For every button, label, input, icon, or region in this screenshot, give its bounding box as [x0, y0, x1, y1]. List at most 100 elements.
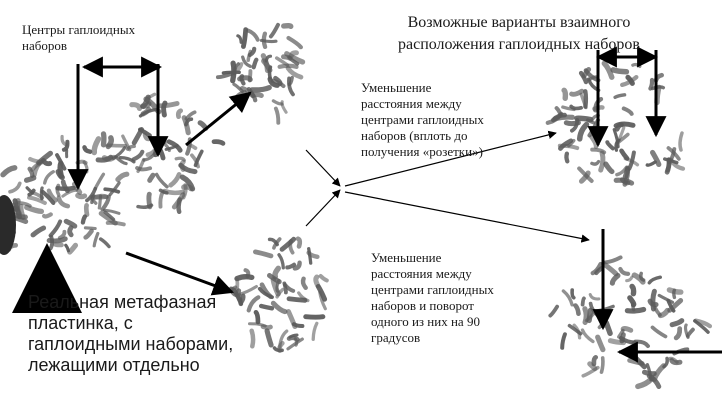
chromosome	[576, 306, 579, 314]
chromosome	[572, 290, 574, 298]
chromosome	[86, 231, 92, 237]
chromosome	[313, 323, 317, 339]
chromosome	[246, 270, 249, 276]
chromosome	[284, 26, 291, 27]
chromosome	[592, 150, 604, 153]
chromosome	[66, 245, 69, 251]
lower-middle-plate-micrograph	[228, 239, 326, 351]
chromosome	[688, 330, 693, 336]
chromosome	[627, 277, 632, 281]
chromosome	[243, 30, 245, 47]
chromosome	[27, 207, 42, 211]
chromosome	[241, 296, 243, 303]
chromosome	[101, 239, 109, 247]
chromosome	[601, 153, 603, 170]
chromosome	[98, 157, 111, 160]
chromosome	[585, 309, 586, 323]
chromosome	[70, 228, 71, 235]
chromosome	[598, 306, 613, 310]
chromosome	[680, 133, 682, 150]
chromosome	[288, 68, 301, 77]
chromosome	[309, 253, 318, 257]
chromosome	[321, 276, 327, 280]
chromosome	[303, 279, 306, 288]
chromosome	[240, 287, 256, 295]
chromosome	[550, 307, 557, 316]
chromosome	[622, 335, 624, 341]
chromosome	[615, 95, 625, 98]
chromosome	[617, 125, 621, 129]
converge-from-upper	[306, 150, 340, 186]
chromosome	[269, 67, 270, 77]
chromosome	[238, 36, 241, 43]
chromosome	[294, 324, 303, 326]
chromosome	[165, 191, 183, 193]
chromosome	[564, 90, 565, 98]
chromosome	[630, 360, 643, 363]
chromosome	[240, 78, 251, 80]
chromosome	[237, 277, 252, 279]
chromosome	[590, 364, 595, 369]
chromosome	[284, 283, 286, 292]
chromosome	[10, 183, 20, 192]
chromosome	[580, 125, 587, 139]
chromosome	[264, 34, 265, 47]
chromosome	[51, 237, 52, 249]
chromosome	[45, 172, 54, 183]
chromosome	[58, 188, 74, 189]
chromosome	[562, 334, 565, 348]
chromosome	[566, 154, 567, 162]
chromosome	[70, 245, 76, 252]
chromosome	[276, 109, 278, 123]
chromosome	[60, 232, 65, 238]
chromosome	[606, 164, 612, 171]
chromosome	[108, 223, 124, 225]
chromosome	[94, 139, 98, 153]
chromosome	[298, 239, 300, 247]
real-plate-right-set-micrograph	[98, 94, 223, 212]
real-plate-label: Реальная метафазная пластинка, с гаплоид…	[28, 292, 233, 376]
chromosome	[282, 102, 286, 113]
chromosome	[267, 331, 271, 345]
chromosome	[654, 366, 663, 379]
chromosome	[649, 277, 660, 283]
chromosome	[3, 168, 15, 175]
chromosome	[256, 312, 258, 322]
chromosome	[607, 142, 613, 148]
chromosome	[647, 162, 655, 165]
possible-variants-title: Возможные варианты взаимного расположени…	[398, 12, 640, 56]
chromosome	[171, 174, 179, 185]
chromosome	[620, 269, 628, 274]
chromosome	[605, 257, 620, 262]
rotation-variant-label: Уменьшение расстояния между центрами гап…	[371, 250, 494, 346]
chromosome	[178, 111, 180, 117]
chromosome	[661, 311, 668, 316]
chromosome	[583, 298, 584, 304]
chromosome	[594, 357, 596, 364]
chromosome	[160, 142, 166, 144]
chromosome	[665, 159, 677, 163]
chromosome	[85, 147, 91, 151]
chromosome	[612, 276, 618, 284]
chromosome	[200, 123, 206, 128]
real-plate-left-set-micrograph	[3, 134, 124, 252]
rosette-plate-micrograph	[548, 63, 683, 184]
chromosome	[287, 265, 294, 268]
chromosome	[134, 130, 141, 143]
chromosome	[271, 25, 278, 37]
chromosome	[676, 329, 680, 338]
chromosome	[176, 158, 184, 160]
chromosome	[254, 60, 257, 67]
chromosome	[249, 297, 259, 310]
chromosome	[636, 342, 648, 346]
chromosome	[273, 303, 285, 311]
chromosome	[59, 198, 68, 206]
chromosome	[233, 63, 234, 80]
chromosome	[590, 295, 599, 299]
chromosome	[44, 214, 51, 216]
chromosome	[248, 31, 258, 40]
chromosome	[633, 304, 634, 310]
chromosome	[157, 174, 167, 186]
chromosome	[27, 178, 34, 180]
chromosome	[638, 378, 652, 386]
